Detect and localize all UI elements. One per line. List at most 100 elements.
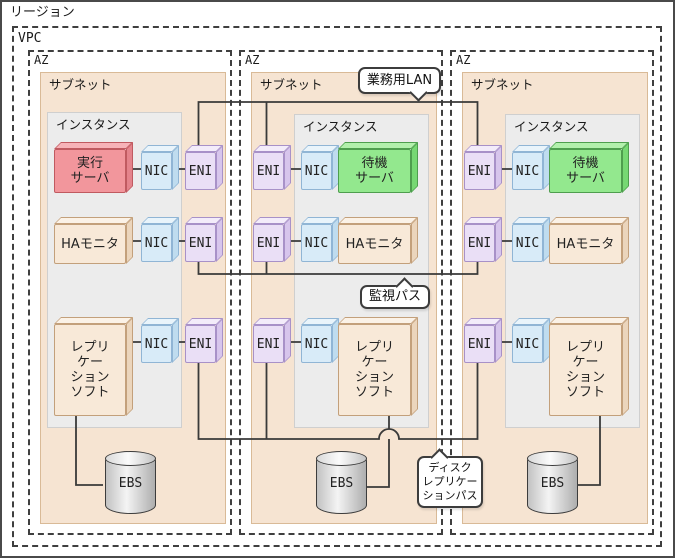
- replication-soft-node: レプリ ケー ション ソフト: [549, 317, 629, 416]
- az-label: AZ: [456, 53, 471, 67]
- box-side-face: [411, 217, 418, 264]
- box-side-face: [495, 217, 502, 262]
- active-server-label: 実行 サーバ: [54, 149, 126, 193]
- box-top-face: [54, 217, 133, 224]
- replication-soft-node: レプリ ケー ション ソフト: [54, 317, 133, 416]
- nic-label: NIC: [512, 224, 543, 262]
- ha-monitor-node: HAモニタ: [54, 217, 133, 264]
- callout-monitor-path: 監視パス: [360, 277, 430, 309]
- box-side-face: [216, 217, 223, 262]
- box-top-face: [54, 317, 133, 324]
- box-top-face: [549, 217, 629, 224]
- nic-node: NIC: [301, 217, 339, 262]
- ebs-cap: [105, 451, 156, 466]
- subnet-label: サブネット: [49, 77, 112, 92]
- subnet-label: サブネット: [260, 77, 323, 92]
- replication-soft-label: レプリ ケー ション ソフト: [54, 324, 126, 416]
- box-top-face: [549, 142, 629, 149]
- nic-node: NIC: [301, 145, 339, 190]
- eni-node: ENI: [464, 318, 502, 363]
- replication-soft-node: レプリ ケー ション ソフト: [338, 317, 418, 416]
- ebs-label: EBS: [118, 476, 143, 491]
- box-side-face: [622, 317, 629, 416]
- eni-label: ENI: [185, 224, 216, 262]
- nic-label: NIC: [512, 152, 543, 190]
- ha-monitor-node: HAモニタ: [338, 217, 418, 264]
- instance-label: インスタンス: [303, 119, 378, 134]
- ebs-cap: [527, 451, 578, 466]
- callout-disk-replication-path-label: ディスク レプリケー ションパス: [422, 461, 478, 502]
- az-label: AZ: [245, 53, 260, 67]
- box-side-face: [126, 217, 133, 264]
- box-side-face: [284, 217, 291, 262]
- box-top-face: [338, 317, 418, 324]
- eni-node: ENI: [253, 217, 291, 262]
- ebs-label: EBS: [329, 476, 354, 491]
- eni-label: ENI: [464, 325, 495, 363]
- nic-label: NIC: [512, 325, 543, 363]
- eni-node: ENI: [185, 318, 223, 363]
- eni-node: ENI: [253, 145, 291, 190]
- eni-label: ENI: [253, 152, 284, 190]
- active-server-node: 実行 サーバ: [54, 142, 133, 193]
- ha-monitor-node: HAモニタ: [549, 217, 629, 264]
- nic-node: NIC: [512, 145, 550, 190]
- callout-disk-replication-path: ディスク レプリケー ションパス: [417, 448, 483, 508]
- box-top-face: [549, 317, 629, 324]
- ebs-cylinder: EBS: [316, 451, 367, 514]
- ebs-cylinder: EBS: [527, 451, 578, 514]
- box-top-face: [54, 142, 133, 149]
- box-side-face: [216, 318, 223, 363]
- instance-label: インスタンス: [56, 117, 131, 132]
- box-side-face: [126, 317, 133, 416]
- nic-node: NIC: [512, 217, 550, 262]
- nic-label: NIC: [141, 152, 172, 190]
- eni-node: ENI: [464, 145, 502, 190]
- box-side-face: [622, 217, 629, 264]
- eni-label: ENI: [253, 325, 284, 363]
- nic-label: NIC: [301, 224, 332, 262]
- nic-label: NIC: [301, 325, 332, 363]
- ebs-cap: [316, 451, 367, 466]
- box-side-face: [284, 318, 291, 363]
- callout-business-lan-label: 業務用LAN: [366, 72, 433, 88]
- standby-server-node: 待機 サーバ: [549, 142, 629, 193]
- eni-label: ENI: [464, 224, 495, 262]
- nic-node: NIC: [512, 318, 550, 363]
- az-label: AZ: [34, 53, 49, 67]
- ebs-label: EBS: [540, 476, 565, 491]
- nic-node: NIC: [141, 217, 179, 262]
- box-side-face: [172, 318, 179, 363]
- box-side-face: [284, 145, 291, 190]
- nic-label: NIC: [141, 224, 172, 262]
- box-side-face: [622, 142, 629, 193]
- box-top-face: [338, 217, 418, 224]
- eni-label: ENI: [185, 152, 216, 190]
- eni-label: ENI: [253, 224, 284, 262]
- az-box-1: AZ サブネット インスタンス 実行 サーバ NIC ENI HAモニタ NIC: [28, 50, 232, 535]
- callout-business-lan: 業務用LAN: [358, 67, 441, 102]
- vpc-box: VPC: [12, 26, 662, 547]
- callout-monitor-path-label: 監視パス: [368, 289, 421, 304]
- nic-label: NIC: [141, 325, 172, 363]
- eni-node: ENI: [253, 318, 291, 363]
- subnet-label: サブネット: [471, 77, 534, 92]
- eni-node: ENI: [185, 217, 223, 262]
- ebs-cylinder: EBS: [105, 451, 156, 514]
- box-side-face: [172, 217, 179, 262]
- region-label: リージョン: [10, 5, 75, 20]
- eni-node: ENI: [464, 217, 502, 262]
- standby-server-label: 待機 サーバ: [338, 149, 411, 193]
- replication-soft-label: レプリ ケー ション ソフト: [549, 324, 622, 416]
- vpc-label: VPC: [18, 31, 42, 46]
- nic-node: NIC: [301, 318, 339, 363]
- box-side-face: [126, 142, 133, 193]
- box-side-face: [172, 145, 179, 190]
- ha-monitor-label: HAモニタ: [549, 224, 622, 264]
- box-side-face: [495, 318, 502, 363]
- instance-label: インスタンス: [514, 119, 589, 134]
- eni-node: ENI: [185, 145, 223, 190]
- replication-soft-label: レプリ ケー ション ソフト: [338, 324, 411, 416]
- box-side-face: [411, 142, 418, 193]
